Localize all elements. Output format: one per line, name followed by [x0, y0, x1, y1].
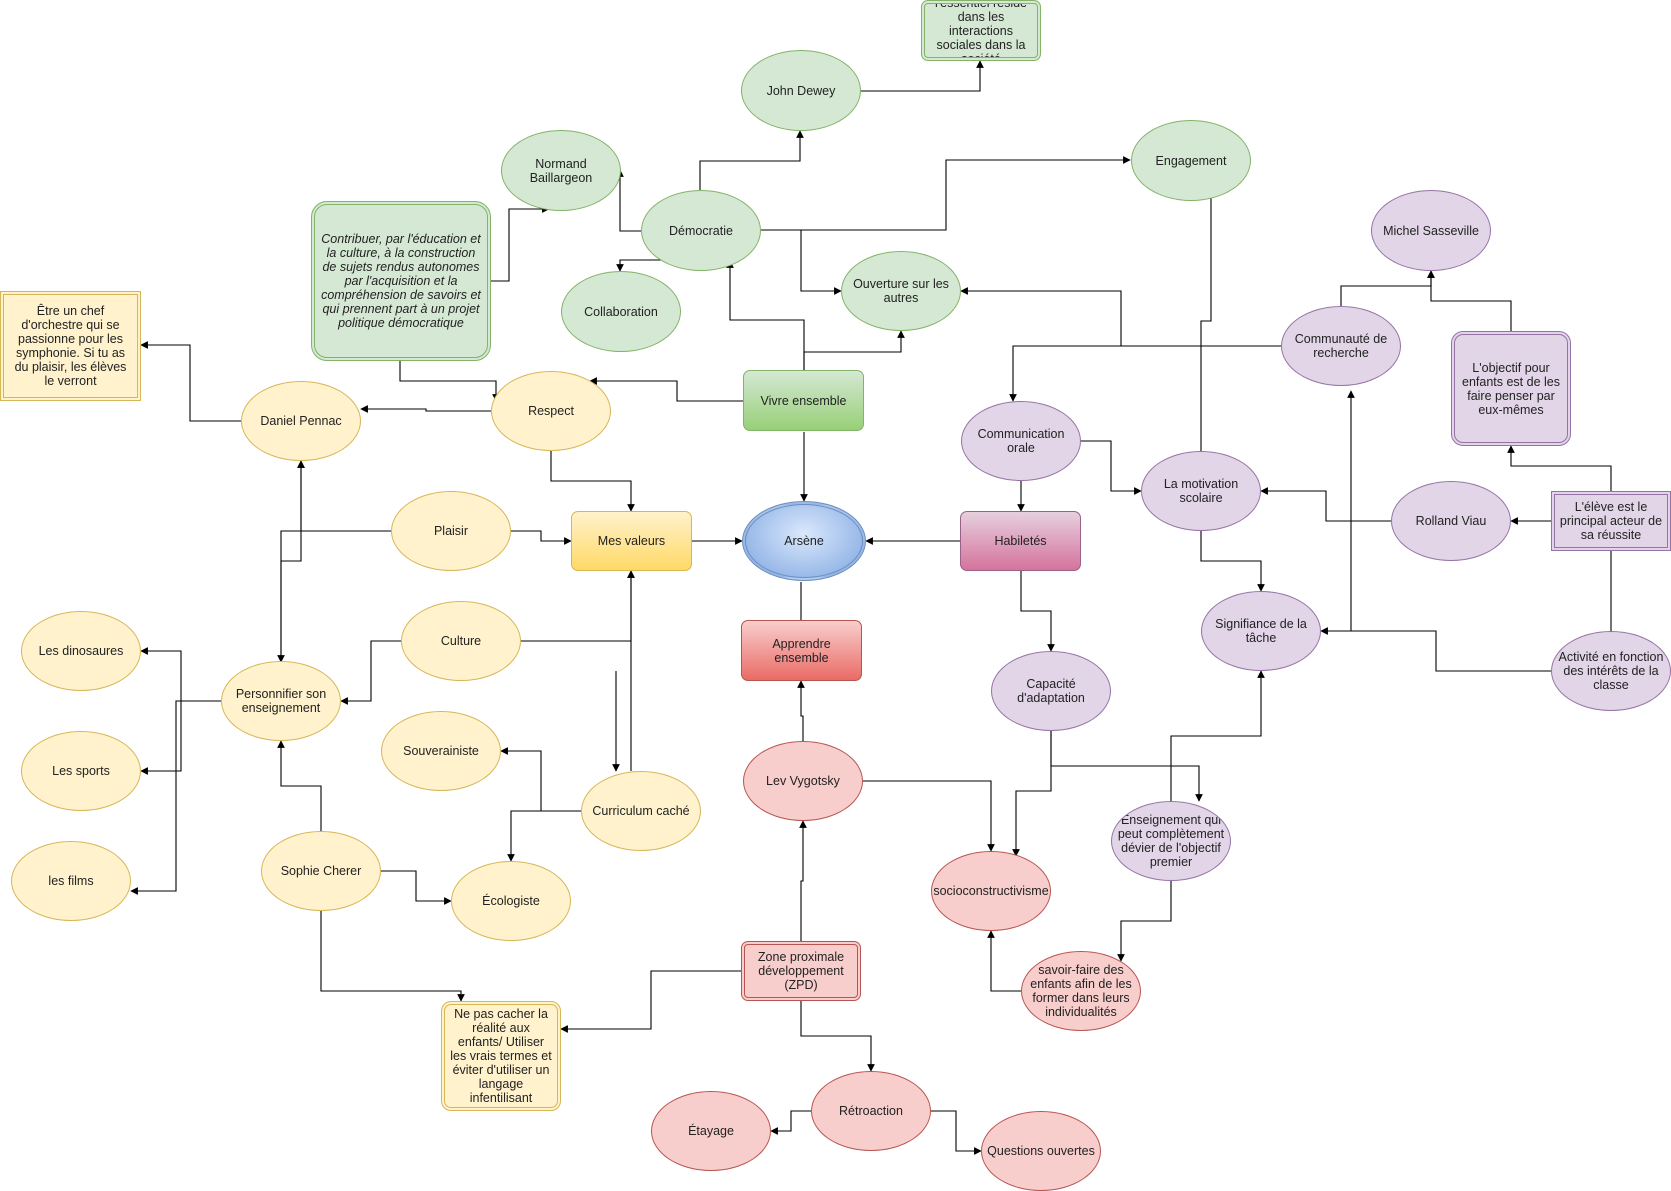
edge-plaisir-pennac — [297, 460, 391, 532]
edge-rolland-motivation — [1260, 487, 1391, 522]
edge-democratie-dewey — [699, 130, 804, 190]
edge-pennac-chef — [140, 341, 241, 422]
edge-democratie-collaboration — [616, 259, 662, 272]
edge-lev-apprendre — [797, 680, 805, 741]
edge-communication-motivation — [1081, 440, 1142, 495]
node-enseignement-devier[interactable]: Enseignement qui peut complètement dévie… — [1111, 801, 1231, 881]
node-ouverture[interactable]: Ouverture sur les autres — [841, 251, 961, 331]
edge-savoirfaire-socio — [987, 930, 1021, 992]
node-sophie-cherer[interactable]: Sophie Cherer — [261, 831, 381, 911]
node-activite[interactable]: Activité en fonction des intérêts de la … — [1551, 631, 1671, 711]
node-ecologiste[interactable]: Écologiste — [451, 861, 571, 941]
node-dinosaures[interactable]: Les dinosaures — [21, 611, 141, 691]
edge-activite-signifiance — [1320, 627, 1551, 672]
edge-plaisir-personnifier — [277, 530, 391, 663]
node-eleve[interactable]: L'élève est le principal acteur de sa ré… — [1551, 491, 1671, 551]
edge-capacite-enseignement — [1050, 731, 1203, 802]
node-capacite[interactable]: Capacité d'adaptation — [991, 651, 1111, 731]
node-respect[interactable]: Respect — [491, 371, 611, 451]
edge-communaute-ouverture — [960, 287, 1281, 347]
node-souverainiste[interactable]: Souverainiste — [381, 711, 501, 791]
edge-democratie-normand — [616, 169, 641, 232]
node-zpd[interactable]: Zone proximale développement (ZPD) — [741, 941, 861, 1001]
node-communication-orale[interactable]: Communication orale — [961, 401, 1081, 481]
edge-vivre-respect — [589, 377, 743, 402]
node-motivation[interactable]: La motivation scolaire — [1141, 451, 1261, 531]
edge-culture-valeurs — [521, 570, 635, 642]
edge-sophie-nepascacher — [320, 911, 465, 1002]
edge-communaute-michel — [1340, 270, 1435, 306]
edge-vivre-democratie — [726, 260, 805, 370]
node-mes-valeurs[interactable]: Mes valeurs — [571, 511, 692, 571]
node-sports[interactable]: Les sports — [21, 731, 141, 811]
edge-lev-socio — [863, 780, 995, 852]
edge-objectif-michel — [1427, 270, 1512, 331]
edge-respect-valeurs — [550, 451, 635, 512]
node-plaisir[interactable]: Plaisir — [391, 491, 511, 571]
edge-democratie-engagement — [761, 156, 1131, 231]
edge-personnifier-dinosaures — [140, 647, 221, 702]
edge-enseignement-savoirfaire — [1117, 881, 1172, 962]
edge-curriculum-ecologiste — [507, 810, 581, 862]
edge-communaute-communication — [1009, 345, 1281, 402]
edge-sophie-personnifier — [277, 740, 322, 831]
edge-motivation-engagement — [1200, 189, 1215, 451]
node-democratie[interactable]: Démocratie — [641, 190, 761, 271]
edge-sophie-ecologiste — [381, 870, 452, 905]
node-etayage[interactable]: Étayage — [651, 1091, 771, 1171]
edge-zpd-nepascacher — [560, 970, 741, 1033]
node-rolland-viau[interactable]: Rolland Viau — [1391, 481, 1511, 561]
edge-personnifier-sports — [140, 700, 221, 775]
edge-plaisir-valeurs — [511, 530, 572, 545]
edge-retroaction-questions — [931, 1110, 982, 1155]
node-ne-pas-cacher[interactable]: Ne pas cacher la réalité aux enfants/ Ut… — [441, 1001, 561, 1111]
edge-eleve-objectif — [1507, 445, 1612, 491]
node-john-dewey[interactable]: John Dewey — [741, 50, 861, 131]
edge-capacite-socio — [1012, 731, 1052, 857]
edge-motivation-signifiance — [1200, 531, 1265, 592]
node-socioconstructivisme[interactable]: socioconstructivisme — [931, 851, 1051, 931]
edge-dewey-essentiel — [860, 60, 984, 92]
node-michel-sasseville[interactable]: Michel Sasseville — [1371, 190, 1491, 271]
edge-zpd-lev — [799, 820, 807, 941]
edge-retroaction-etayage — [770, 1110, 811, 1135]
node-essentiel[interactable]: l'essentiel réside dans les interactions… — [921, 0, 1041, 61]
node-personnifier[interactable]: Personnifier son enseignement — [221, 661, 341, 741]
edge-democratie-ouverture — [761, 229, 842, 295]
node-savoir-faire[interactable]: savoir-faire des enfants afin de les for… — [1021, 951, 1141, 1031]
edge-personnifier-pennac — [280, 460, 305, 662]
node-engagement[interactable]: Engagement — [1131, 120, 1251, 201]
edge-contribuer-normand — [491, 205, 550, 282]
node-daniel-pennac[interactable]: Daniel Pennac — [241, 381, 361, 461]
edge-zpd-retroaction — [800, 1001, 875, 1072]
node-retroaction[interactable]: Rétroaction — [811, 1071, 931, 1151]
edge-enseignement-signifiance — [1170, 670, 1265, 801]
edge-respect-pennac — [360, 405, 491, 413]
edge-culture-personnifier — [340, 640, 401, 705]
edge-contribuer-respect — [399, 361, 500, 402]
node-lev-vygotsky[interactable]: Lev Vygotsky — [743, 741, 863, 821]
node-communaute[interactable]: Communauté de recherche — [1281, 306, 1401, 386]
node-vivre-ensemble[interactable]: Vivre ensemble — [743, 370, 864, 431]
edge-signifiance-communaute — [1321, 390, 1355, 632]
edge-habiletes-capacite — [1020, 571, 1055, 652]
node-curriculum-cache[interactable]: Curriculum caché — [581, 771, 701, 851]
node-collaboration[interactable]: Collaboration — [561, 271, 681, 352]
node-signifiance[interactable]: Signifiance de la tâche — [1201, 591, 1321, 671]
edge-curriculum-souverainiste — [500, 747, 581, 812]
node-questions-ouvertes[interactable]: Questions ouvertes — [981, 1111, 1101, 1191]
node-habiletes[interactable]: Habiletés — [960, 511, 1081, 571]
node-arsene[interactable]: Arsène — [742, 501, 866, 581]
edge-personnifier-films — [130, 700, 181, 895]
node-normand-baillargeon[interactable]: Normand Baillargeon — [501, 130, 621, 211]
node-contribuer[interactable]: Contribuer, par l'éducation et la cultur… — [311, 201, 491, 361]
node-films[interactable]: les films — [11, 841, 131, 921]
node-apprendre-ensemble[interactable]: Apprendre ensemble — [741, 620, 862, 681]
edge-vivre-ouverture — [803, 330, 905, 370]
node-objectif[interactable]: L'objectif pour enfants est de les faire… — [1451, 331, 1571, 446]
node-etre-chef[interactable]: Être un chef d'orchestre qui se passionn… — [0, 291, 141, 401]
node-culture[interactable]: Culture — [401, 601, 521, 681]
